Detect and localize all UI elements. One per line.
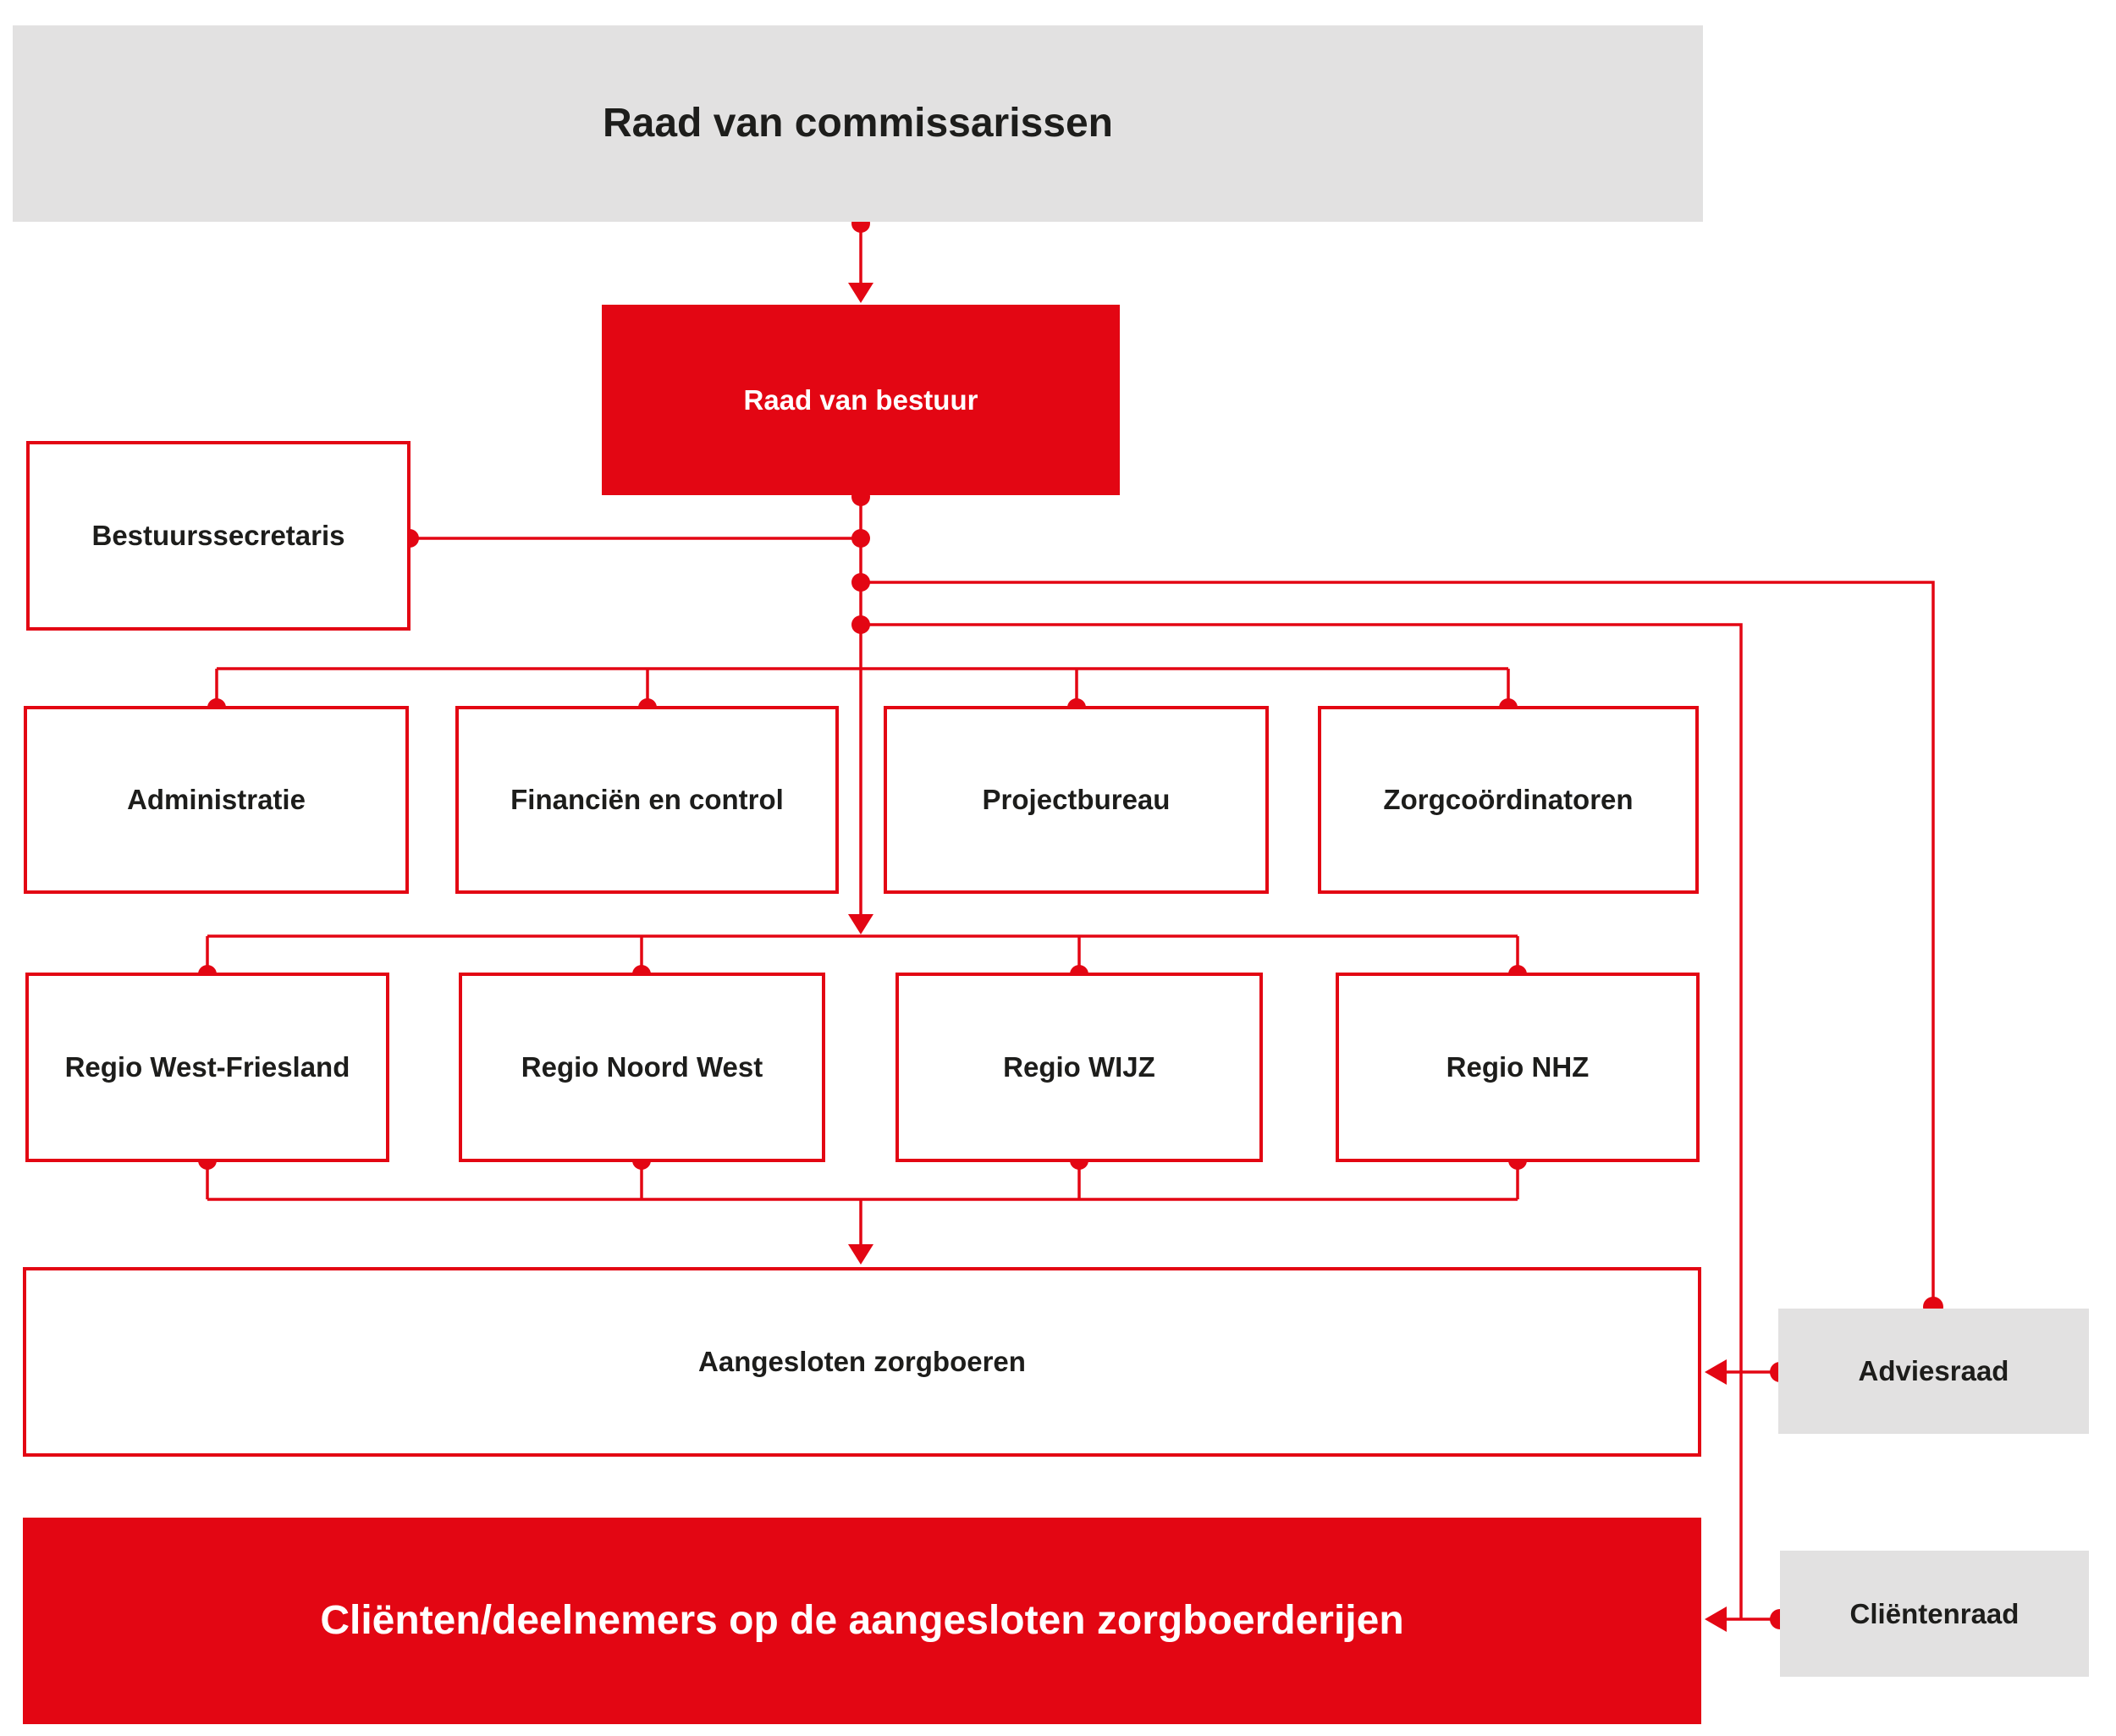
node-bestuurssecretaris: Bestuurssecretaris	[26, 441, 411, 631]
edge-central-spine	[848, 488, 873, 934]
node-label: Raad van commissarissen	[603, 101, 1113, 146]
node-zorgcoordinatoren: Zorgcoördinatoren	[1318, 706, 1699, 894]
node-regio-nhz: Regio NHZ	[1336, 973, 1700, 1162]
node-aangesloten-zorgboeren: Aangesloten zorgboeren	[23, 1267, 1701, 1457]
edge-clientenraad-arrow	[1705, 1606, 1790, 1632]
node-label: Raad van bestuur	[743, 383, 978, 416]
node-clientenraad: Cliëntenraad	[1780, 1551, 2089, 1677]
node-label: Regio WIJZ	[1003, 1051, 1155, 1083]
node-label: Projectbureau	[982, 784, 1171, 816]
node-label: Financiën en control	[510, 784, 784, 816]
edge-to-clientenraad	[861, 623, 1743, 1619]
node-label: Regio West-Friesland	[64, 1051, 350, 1083]
node-raad-van-commissarissen: Raad van commissarissen	[13, 25, 1703, 222]
node-regio-noord-west: Regio Noord West	[459, 973, 825, 1162]
node-regio-wijz: Regio WIJZ	[895, 973, 1263, 1162]
node-label: Cliëntenraad	[1849, 1597, 2020, 1629]
edge-adviesraad-arrow	[1705, 1359, 1790, 1385]
node-administratie: Administratie	[24, 706, 409, 894]
edge-bestuurssecretaris	[400, 529, 861, 548]
node-label: Zorgcoördinatoren	[1383, 784, 1634, 816]
node-regio-west-friesland: Regio West-Friesland	[25, 973, 389, 1162]
node-label: Adviesraad	[1858, 1355, 2009, 1387]
edge-region-row-bottom	[198, 1151, 1527, 1265]
node-label: Administratie	[127, 784, 306, 816]
node-adviesraad: Adviesraad	[1778, 1309, 2089, 1434]
node-financien-en-control: Financiën en control	[455, 706, 839, 894]
node-label: Regio NHZ	[1446, 1051, 1590, 1083]
node-label: Bestuurssecretaris	[91, 520, 345, 552]
node-projectbureau: Projectbureau	[884, 706, 1269, 894]
node-label: Cliënten/deelnemers op de aangesloten zo…	[320, 1598, 1404, 1644]
node-label: Aangesloten zorgboeren	[698, 1346, 1026, 1378]
node-label: Regio Noord West	[521, 1051, 763, 1083]
edge-region-row-top	[198, 934, 1527, 984]
node-raad-van-bestuur: Raad van bestuur	[602, 305, 1120, 495]
edge-to-adviesraad	[861, 581, 1943, 1317]
edge-rvc-to-rvb	[848, 214, 873, 303]
node-clienten-deelnemers: Cliënten/deelnemers op de aangesloten zo…	[23, 1518, 1701, 1724]
